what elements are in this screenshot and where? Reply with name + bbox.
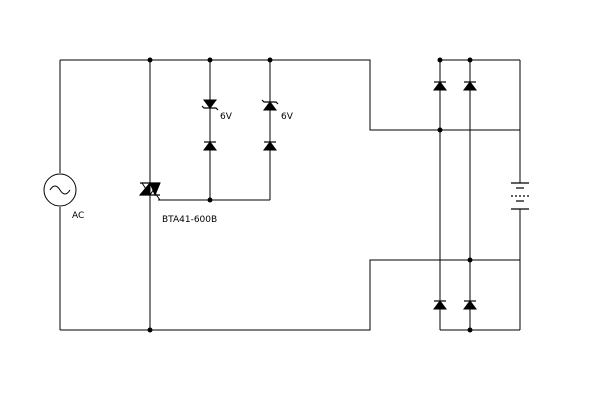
diode-icon (433, 81, 447, 91)
zener-left-label: 6V (220, 112, 233, 122)
triac-icon (138, 181, 161, 201)
wires (59, 59, 521, 331)
battery-icon (511, 182, 529, 210)
diode-icon (203, 141, 217, 151)
triac-label: BTA41-600B (162, 215, 217, 225)
diode-icon (263, 141, 277, 151)
zener-diode-icon (261, 99, 279, 111)
diode-icon (463, 300, 477, 310)
top-rail-wire (60, 59, 520, 131)
zener-right-label: 6V (281, 112, 294, 122)
ac-label: AC (72, 211, 84, 221)
zener-diode-icon (201, 99, 219, 111)
bottom-rail-wire (60, 259, 520, 331)
junction-dot-icon (147, 57, 473, 333)
diode-icon (433, 300, 447, 310)
diode-icon (463, 81, 477, 91)
ac-source-icon (43, 173, 77, 207)
